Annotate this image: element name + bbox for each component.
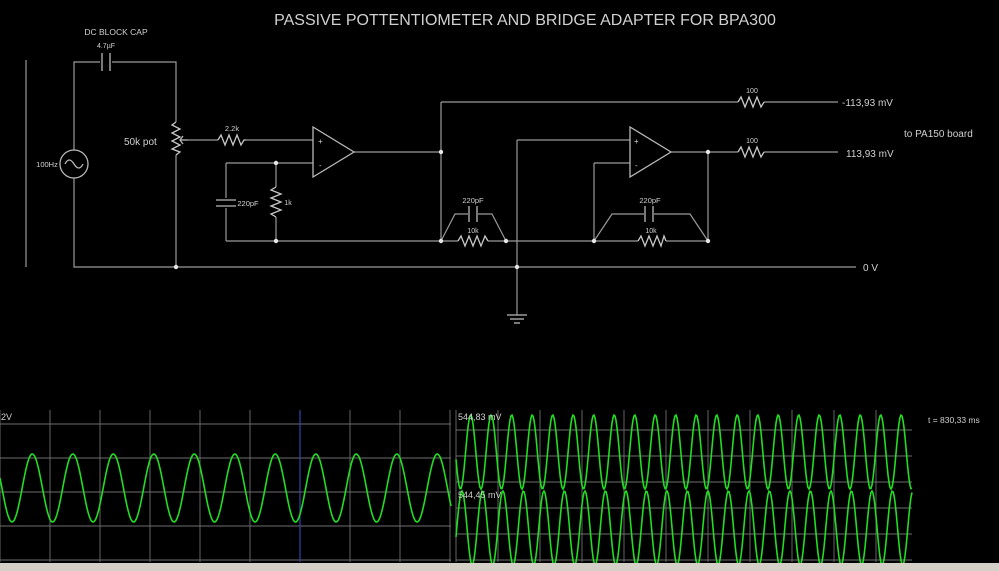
ground-icon [507, 314, 527, 324]
feedback-resistor-1[interactable] [457, 234, 489, 248]
cap-in-value: 4.7µF [97, 43, 115, 50]
scope-left-label: 2V [1, 412, 12, 422]
vout-bottom-label: 113,93 mV [846, 149, 894, 160]
input-resistor[interactable] [217, 133, 246, 147]
filter-resistor[interactable] [269, 186, 283, 218]
r-fb1-value: 10k [467, 228, 479, 235]
feedback-resistor-2[interactable] [637, 234, 667, 248]
junction-dots [173, 149, 711, 270]
opamp-1[interactable]: + - [312, 125, 356, 179]
scope-right[interactable] [455, 410, 913, 567]
dc-block-capacitor[interactable] [101, 53, 111, 71]
source-frequency-label: 100Hz [36, 160, 58, 169]
svg-text:+: + [634, 137, 639, 146]
wires [25, 60, 856, 315]
svg-text:-: - [319, 161, 322, 170]
pot-label: 50k pot [124, 137, 157, 148]
filter-capacitor[interactable] [216, 199, 236, 207]
dc-block-cap-label: DC BLOCK CAP [84, 27, 148, 37]
page-title: PASSIVE POTTENTIOMETER AND BRIDGE ADAPTE… [274, 12, 776, 29]
scope-left[interactable] [0, 410, 452, 562]
scope-right-top-label: 544,83 mV [458, 412, 502, 422]
svg-text:-: - [635, 161, 638, 170]
svg-text:+: + [318, 137, 323, 146]
output-resistor-bottom[interactable] [737, 145, 765, 159]
vout-top-label: -113,93 mV [842, 98, 893, 109]
opamp-2[interactable]: + - [629, 125, 673, 179]
r-out-bottom-value: 100 [746, 138, 758, 145]
ac-source-icon[interactable] [59, 149, 89, 179]
potentiometer[interactable] [170, 121, 188, 156]
ground-rail-label: 0 V [863, 263, 878, 274]
scope-right-bottom-label: 544,45 mV [458, 490, 502, 500]
feedback-capacitor-1[interactable] [468, 206, 478, 222]
r-fb2-value: 10k [645, 228, 657, 235]
output-resistor-top[interactable] [737, 95, 765, 109]
destination-label: to PA150 board [904, 129, 973, 140]
c-fb2-value: 220pF [639, 196, 661, 205]
feedback-capacitor-2[interactable] [644, 206, 654, 222]
time-readout: t = 830,33 ms [928, 415, 980, 425]
r-filter-value: 1k [284, 200, 292, 207]
c-filter-value: 220pF [237, 199, 259, 208]
r-out-top-value: 100 [746, 88, 758, 95]
r-in-value: 2.2k [225, 124, 239, 133]
c-fb1-value: 220pF [462, 196, 484, 205]
taskbar-strip [0, 563, 999, 571]
